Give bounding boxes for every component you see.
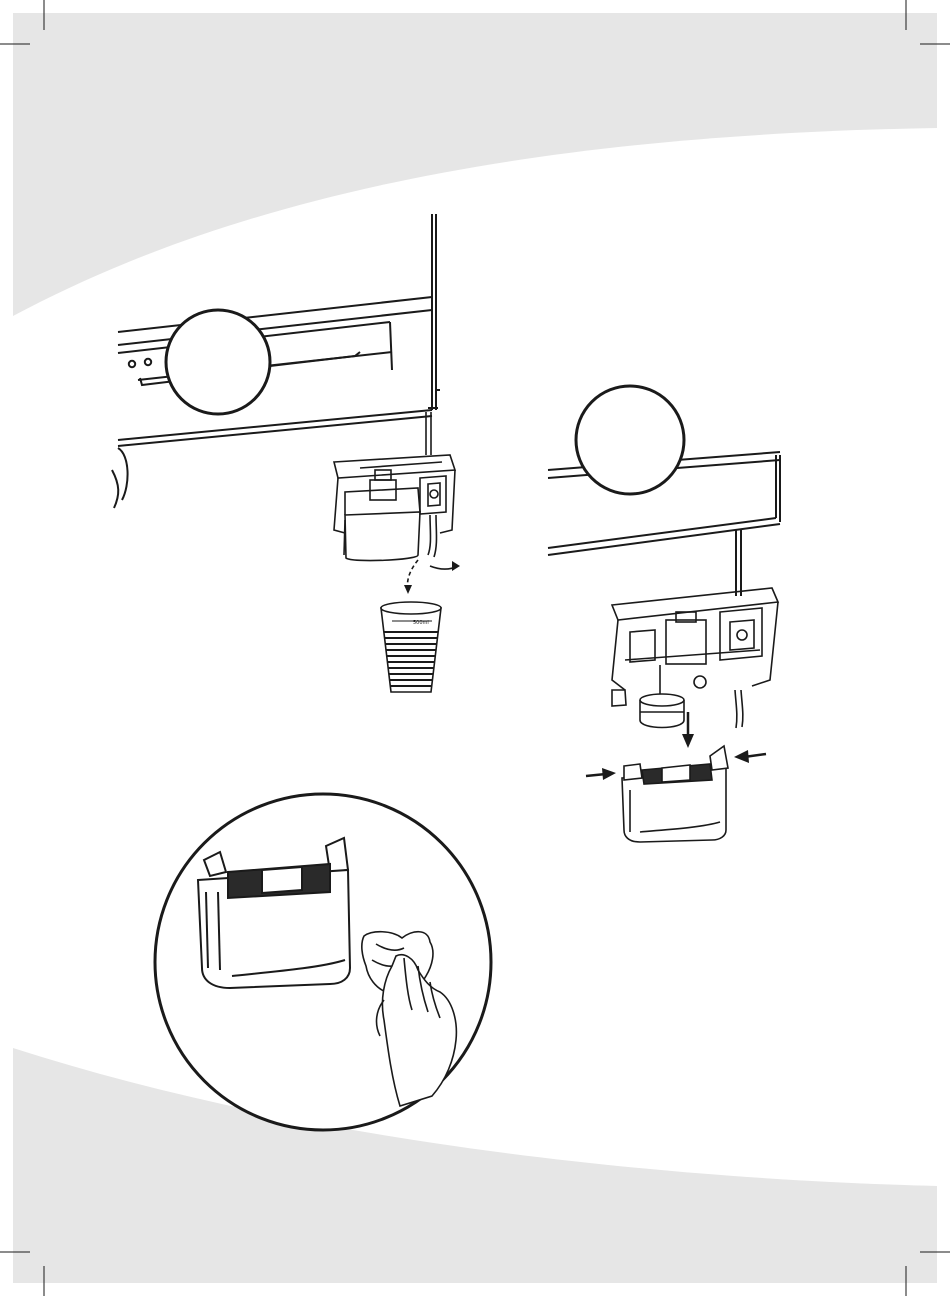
cup-measure-label: 500ml <box>413 620 429 626</box>
callout-circle-icon <box>166 310 270 414</box>
measuring-cup-illustration: 500ml <box>381 602 441 692</box>
callout-circle-icon <box>576 386 684 494</box>
